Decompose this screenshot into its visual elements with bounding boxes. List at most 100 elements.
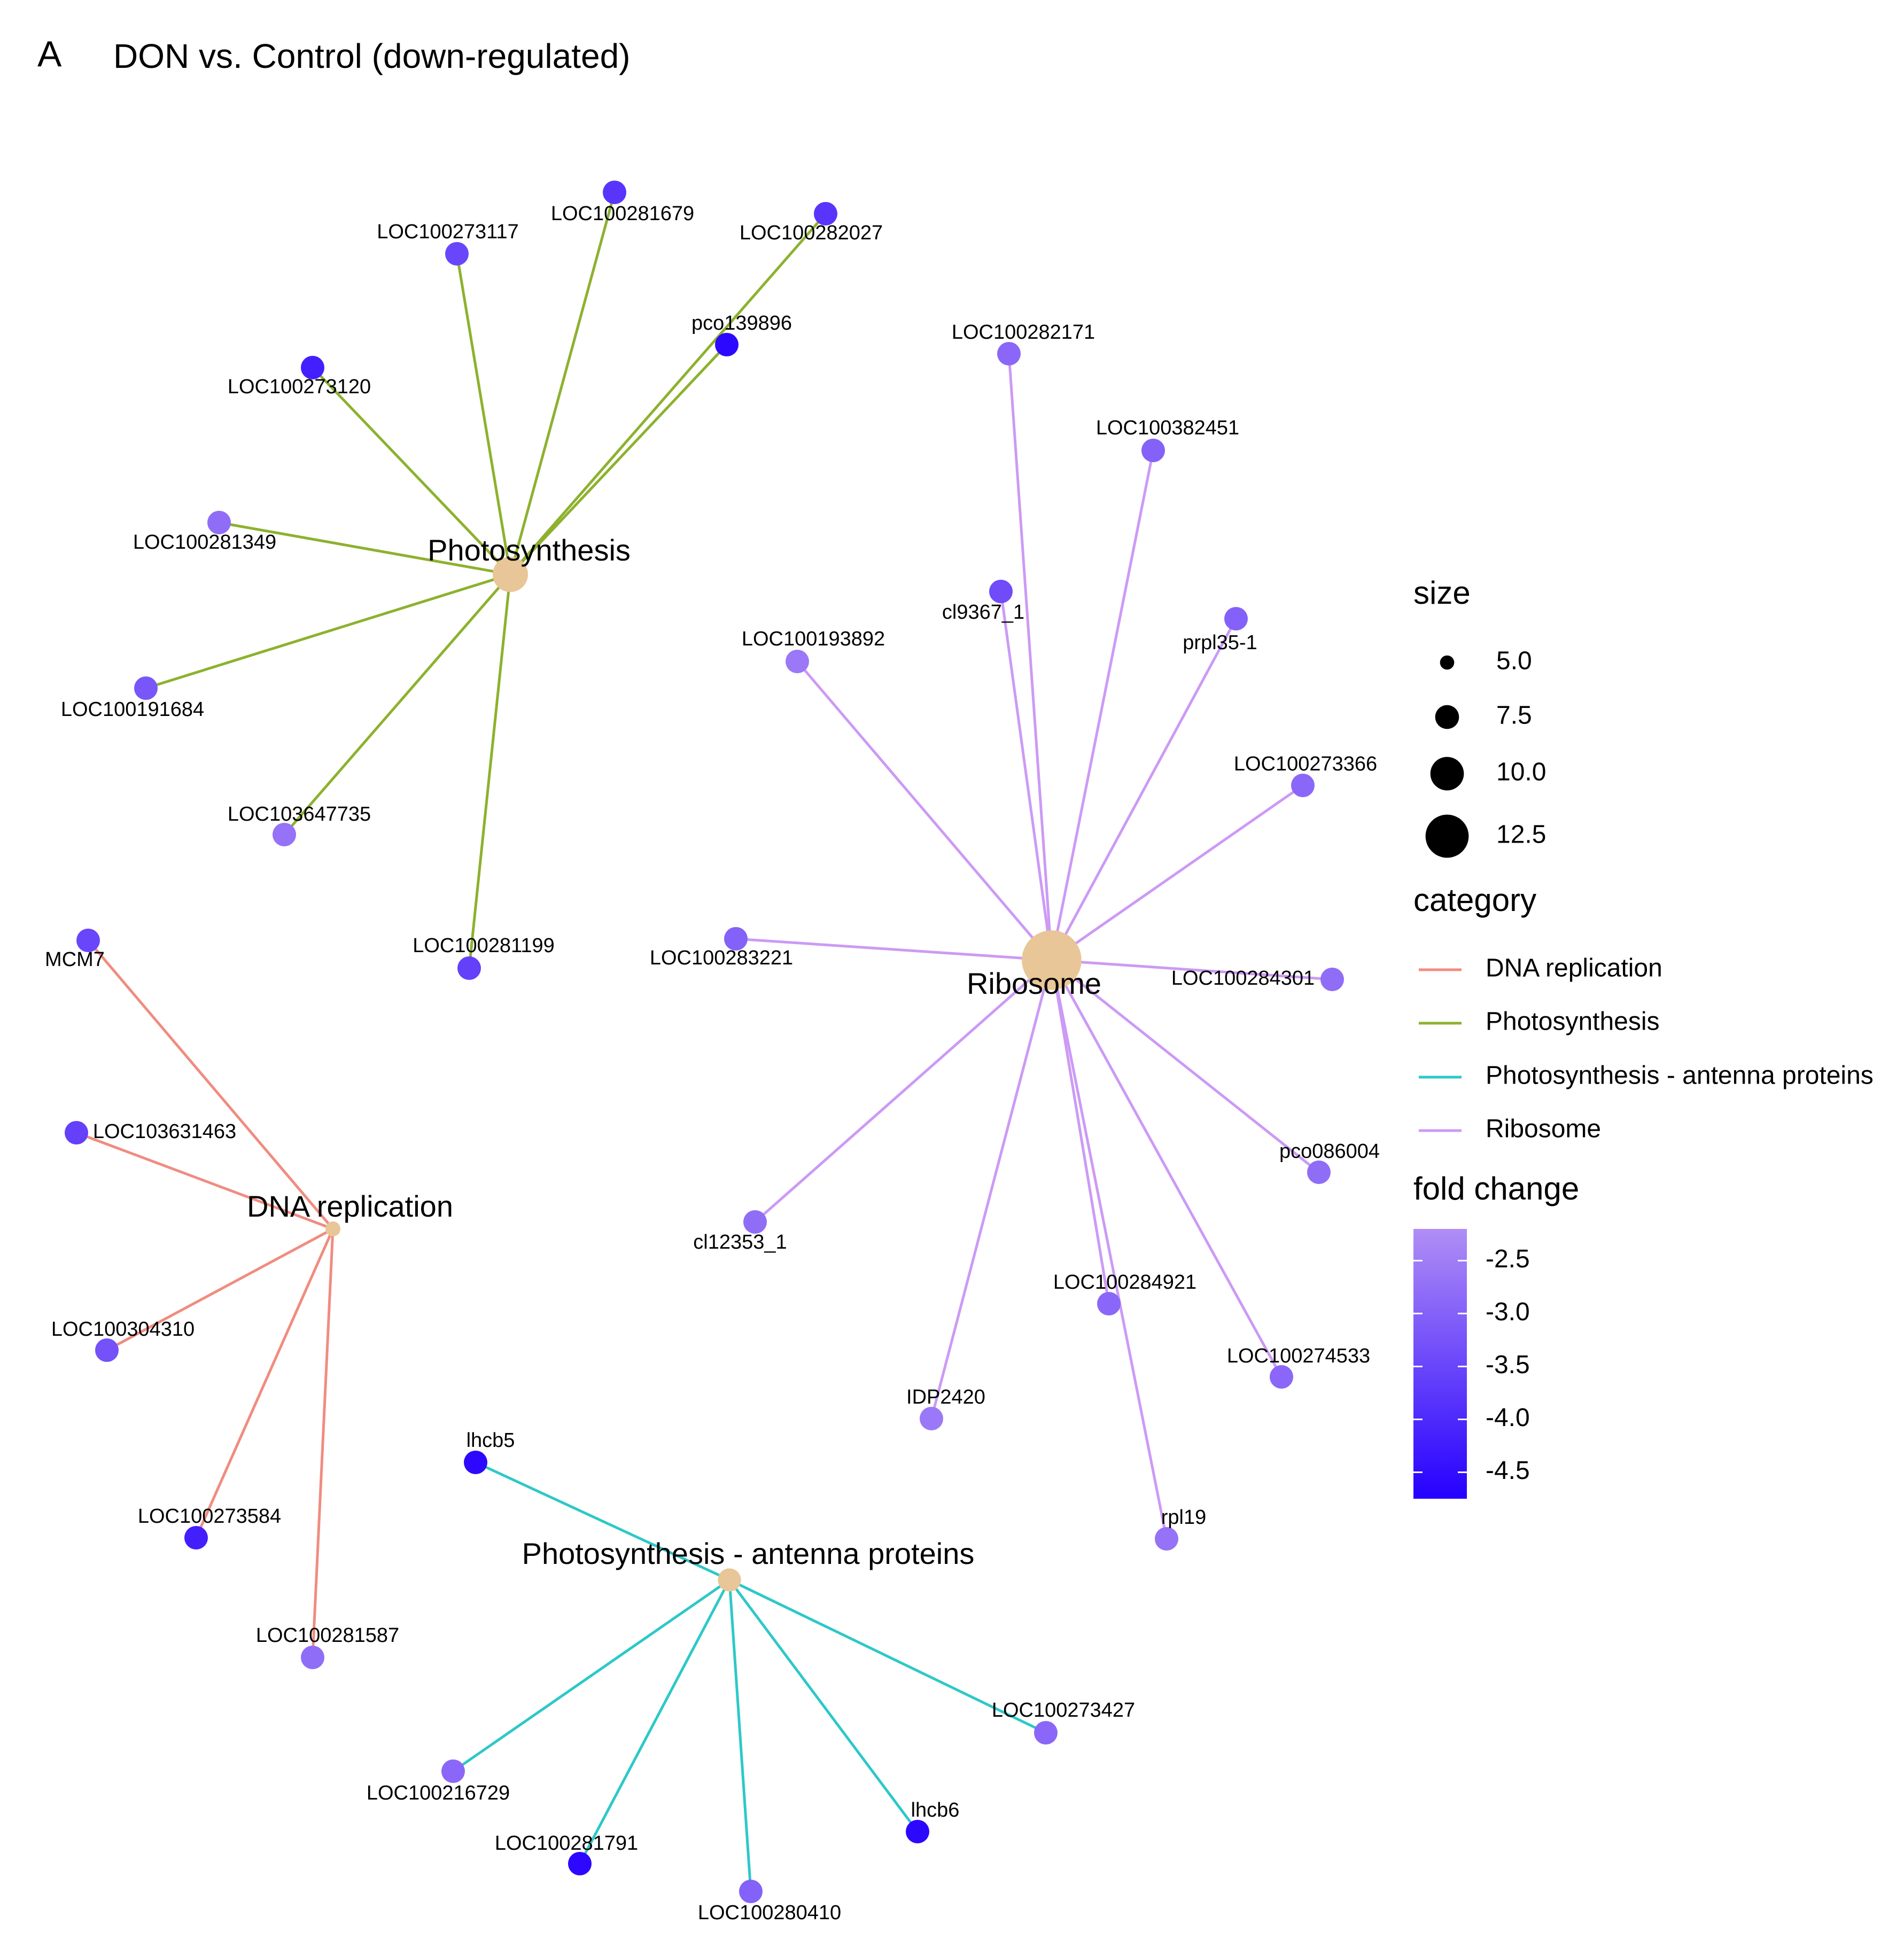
gene-node-cl9367-1[interactable] [989, 580, 1013, 603]
gene-node-loc100284921[interactable] [1097, 1292, 1121, 1315]
gene-node-loc100273120[interactable] [301, 356, 324, 379]
hub-node-photosynthesis-antenna-proteins[interactable] [718, 1568, 741, 1592]
gene-label-loc100273120: LOC100273120 [228, 376, 371, 398]
gene-label-loc100304310: LOC100304310 [51, 1318, 195, 1341]
gene-node-loc100281791[interactable] [568, 1852, 592, 1875]
gene-label-lhcb5: lhcb5 [467, 1429, 515, 1452]
gene-node-pco139896[interactable] [715, 333, 739, 356]
legend-size-dot-5-0 [1440, 655, 1455, 670]
edge-ribosome-pco086004 [1051, 959, 1320, 1173]
edge-ribosome-rpl19 [1050, 960, 1168, 1539]
edge-dna-replication-loc100273584 [195, 1228, 335, 1539]
gene-node-lhcb6[interactable] [906, 1820, 929, 1843]
gene-label-loc100382451: LOC100382451 [1096, 417, 1239, 439]
labels: LOC100273117LOC100281679LOC100282027pco1… [45, 203, 1380, 1924]
legend-colorbar-label: -3.0 [1486, 1298, 1530, 1326]
legend-size-label-12-5: 12.5 [1496, 821, 1546, 849]
edge-ribosome-cl12353-1 [754, 959, 1053, 1223]
gene-node-loc103647735[interactable] [273, 823, 296, 846]
gene-node-loc100281679[interactable] [603, 181, 626, 204]
edge-photosynthesis-antenna-proteins-lhcb6 [728, 1579, 919, 1833]
gene-label-loc100273427: LOC100273427 [992, 1699, 1135, 1722]
legend-label-photosynthesis: Photosynthesis [1486, 1008, 1660, 1036]
edge-ribosome-loc100382451 [1050, 450, 1155, 961]
hub-node-photosynthesis[interactable] [493, 557, 528, 592]
gene-node-loc100304310[interactable] [95, 1338, 119, 1362]
legend-label-dna-replication: DNA replication [1486, 954, 1662, 983]
gene-node-loc100281587[interactable] [301, 1646, 324, 1669]
gene-node-loc100191684[interactable] [134, 676, 158, 700]
edge-ribosome-cl9367-1 [999, 591, 1053, 961]
legend-size-title: size [1413, 575, 1471, 611]
edges [76, 192, 1333, 1892]
gene-label-loc100274533: LOC100274533 [1227, 1345, 1370, 1367]
gene-node-prpl35-1[interactable] [1224, 607, 1248, 630]
gene-label-idp2420: IDP2420 [906, 1386, 985, 1408]
gene-node-loc100282027[interactable] [814, 202, 837, 225]
gene-node-mcm7[interactable] [76, 929, 100, 952]
gene-node-loc100382451[interactable] [1141, 439, 1165, 462]
legend-size-label-10-0: 10.0 [1496, 758, 1546, 786]
edge-ribosome-loc100193892 [796, 660, 1053, 961]
legend-colorbar-label: -4.0 [1486, 1404, 1530, 1432]
legend-colorbar [1413, 1229, 1467, 1499]
edge-ribosome-idp2420 [930, 960, 1053, 1419]
gene-node-loc100273117[interactable] [445, 242, 469, 266]
gene-node-lhcb5[interactable] [464, 1451, 487, 1474]
gene-label-loc100281199: LOC100281199 [413, 934, 555, 957]
gene-label-loc100281349: LOC100281349 [133, 531, 276, 554]
gene-node-loc103631463[interactable] [65, 1121, 88, 1144]
legend-label-ribosome: Ribosome [1486, 1115, 1601, 1143]
legend-colorbar-label: -2.5 [1486, 1245, 1530, 1273]
panel-letter: A [37, 34, 62, 74]
legend-colorbar-label: -3.5 [1486, 1351, 1530, 1379]
gene-label-prpl35-1: prpl35-1 [1183, 632, 1257, 654]
gene-node-loc100273584[interactable] [184, 1526, 208, 1549]
gene-label-loc100282171: LOC100282171 [952, 321, 1095, 344]
gene-node-loc100273366[interactable] [1291, 774, 1315, 797]
legend-foldchange-title: fold change [1413, 1171, 1579, 1206]
legend-size-dot-10-0 [1430, 757, 1464, 791]
gene-label-mcm7: MCM7 [45, 948, 105, 971]
gene-node-rpl19[interactable] [1155, 1527, 1178, 1551]
gene-label-loc100273584: LOC100273584 [138, 1505, 281, 1528]
gene-label-loc100280410: LOC100280410 [698, 1902, 841, 1924]
gene-node-loc100281199[interactable] [457, 956, 481, 980]
edge-dna-replication-mcm7 [87, 939, 334, 1230]
gene-node-loc100273427[interactable] [1034, 1721, 1058, 1744]
edge-photosynthesis-loc103647735 [283, 573, 511, 836]
edge-photosynthesis-loc100273117 [455, 253, 512, 575]
gene-label-loc103631463: LOC103631463 [93, 1120, 236, 1143]
nodes [65, 181, 1344, 1903]
legend-label-photosynthesis-antenna-proteins: Photosynthesis - antenna proteins [1486, 1062, 1874, 1090]
edge-photosynthesis-loc100273120 [312, 367, 511, 575]
gene-node-loc100281349[interactable] [207, 511, 231, 534]
gene-label-cl9367-1: cl9367_1 [942, 601, 1024, 624]
hub-label-ribosome: Ribosome [967, 967, 1101, 1000]
gene-node-loc100282171[interactable] [997, 342, 1021, 365]
edge-ribosome-loc100284301 [1051, 959, 1333, 981]
gene-node-idp2420[interactable] [920, 1407, 943, 1430]
gene-node-loc100283221[interactable] [724, 927, 748, 951]
gene-label-lhcb6: lhcb6 [911, 1799, 960, 1821]
edge-ribosome-loc100284921 [1050, 960, 1110, 1304]
edge-photosynthesis-antenna-proteins-loc100281791 [578, 1579, 731, 1865]
edge-photosynthesis-loc100282027 [509, 213, 827, 575]
gene-label-loc103647735: LOC103647735 [228, 803, 371, 825]
gene-node-loc100193892[interactable] [786, 650, 809, 673]
gene-node-loc100280410[interactable] [739, 1880, 763, 1903]
edge-ribosome-loc100283221 [735, 937, 1052, 962]
gene-node-loc100274533[interactable] [1270, 1365, 1293, 1389]
edge-photosynthesis-loc100281679 [509, 192, 616, 575]
gene-node-loc100216729[interactable] [441, 1759, 465, 1783]
gene-node-cl12353-1[interactable] [743, 1210, 767, 1234]
legend-category-title: category [1413, 882, 1536, 918]
hub-node-ribosome[interactable] [1022, 930, 1082, 990]
legend-size-dot-12-5 [1425, 814, 1469, 858]
gene-node-loc100284301[interactable] [1320, 968, 1344, 991]
gene-label-loc100283221: LOC100283221 [650, 947, 793, 969]
hub-node-dna-replication[interactable] [325, 1221, 340, 1236]
gene-node-pco086004[interactable] [1307, 1161, 1331, 1184]
